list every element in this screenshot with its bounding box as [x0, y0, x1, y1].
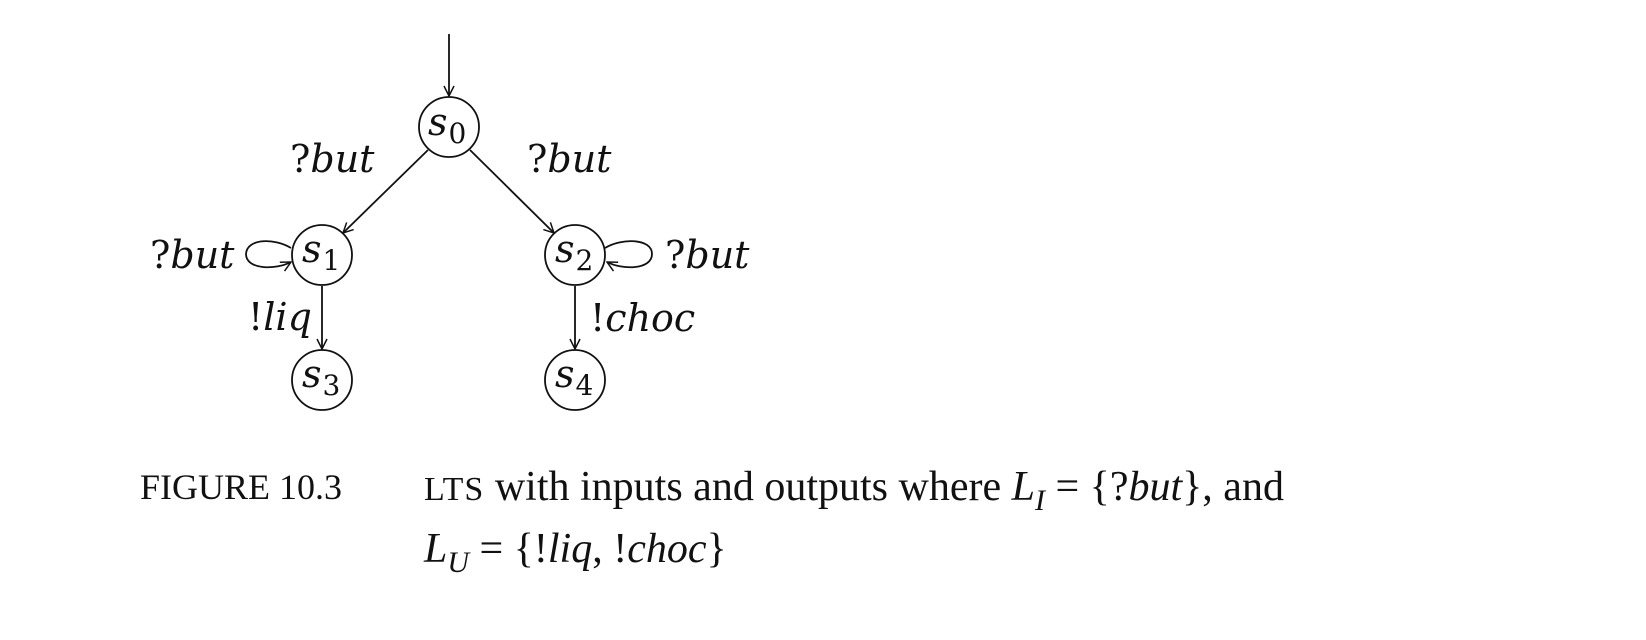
caption-eq-2: = {!	[469, 526, 548, 572]
caption-lu-sub: U	[447, 546, 470, 579]
caption-li-base: L	[1011, 464, 1035, 510]
svg-text:s0: s0	[428, 100, 466, 150]
label-s2-s4: !choc	[590, 296, 695, 340]
caption-lts: LTS	[424, 471, 485, 508]
lts-diagram: s0 s1 s2 s3 s4 ?but ?but ?but ?but !liq …	[150, 34, 750, 411]
caption-input-action: but	[1128, 464, 1183, 510]
label-s1-s3: !liq	[248, 295, 312, 339]
caption-close: }	[706, 526, 727, 572]
svg-text:s3: s3	[302, 352, 340, 402]
svg-text:s1: s1	[302, 227, 340, 277]
caption-text-2: }, and	[1182, 464, 1284, 510]
caption-li-sub: I	[1034, 484, 1045, 517]
state-s1: s1	[291, 224, 353, 286]
caption-lu-base: L	[424, 526, 448, 572]
state-s3: s3	[291, 349, 353, 411]
state-s0: s0	[418, 96, 480, 158]
label-s0-s2: ?but	[527, 137, 612, 181]
caption-text: LTS with inputs and outputs where LI = {…	[424, 458, 1610, 582]
caption-output-action-2: choc	[627, 526, 707, 572]
self-loop-s2	[604, 240, 653, 267]
edge-s0-s1	[343, 149, 429, 233]
figure-label: FIGURE 10.3	[140, 467, 343, 507]
caption-comma: , !	[592, 526, 628, 572]
edge-s0-s2	[469, 149, 554, 233]
svg-text:s4: s4	[555, 352, 593, 402]
svg-text:s2: s2	[555, 227, 593, 277]
label-s0-s1: ?but	[290, 137, 375, 181]
self-loop-s1	[245, 240, 291, 267]
caption-output-action-1: liq	[547, 526, 593, 572]
label-loop-s2: ?but	[665, 233, 750, 277]
caption-text-1: with inputs and outputs where	[484, 464, 1012, 510]
label-loop-s1: ?but	[150, 233, 235, 277]
state-s4: s4	[544, 349, 606, 411]
caption-eq-1: = {?	[1044, 464, 1129, 510]
state-s2: s2	[544, 224, 606, 286]
